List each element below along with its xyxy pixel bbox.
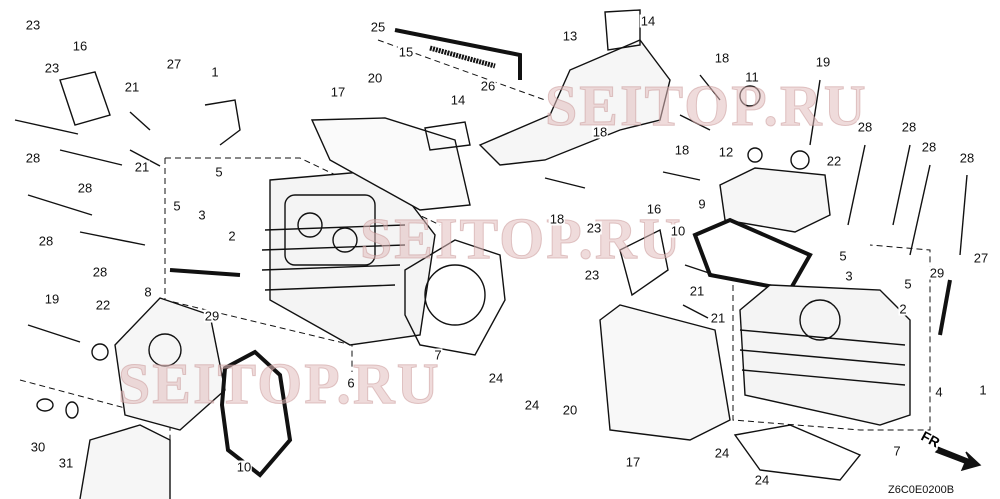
callout-label: 16 xyxy=(71,38,89,54)
callout-label: 7 xyxy=(433,347,443,363)
callout-label: 24 xyxy=(487,370,505,386)
callout-label: 28 xyxy=(24,150,42,166)
callout-label: 28 xyxy=(37,233,55,249)
callout-label: 16 xyxy=(645,201,663,217)
callout-label: 5 xyxy=(838,248,848,264)
callout-label: 5 xyxy=(903,276,913,292)
bolts-right xyxy=(544,74,968,336)
callout-label: 15 xyxy=(397,44,415,60)
cylinder-head-left xyxy=(261,169,436,346)
rocker-gasket-left xyxy=(219,349,293,478)
callout-label: 27 xyxy=(972,250,990,266)
diagram-code: Z6C0E0200B xyxy=(888,484,955,496)
callout-label: 24 xyxy=(713,445,731,461)
callout-label: 29 xyxy=(203,308,221,324)
callout-label: 18 xyxy=(548,211,566,227)
callout-label: 19 xyxy=(814,54,832,70)
callout-label: 24 xyxy=(523,397,541,413)
callout-label: 6 xyxy=(346,375,356,391)
assembly-outline-right xyxy=(377,39,931,431)
callout-label: 14 xyxy=(449,92,467,108)
callout-label: 14 xyxy=(639,13,657,29)
callout-label: 22 xyxy=(94,297,112,313)
callout-label: 28 xyxy=(856,119,874,135)
head-cover-right xyxy=(599,304,731,441)
watermark: SEITOP.RU xyxy=(360,206,683,272)
callout-label: 18 xyxy=(673,142,691,158)
callout-label: 17 xyxy=(329,84,347,100)
callout-label: 30 xyxy=(29,439,47,455)
callout-label: 3 xyxy=(844,268,854,284)
gasket-16-right xyxy=(619,228,669,297)
washer-31 xyxy=(65,401,79,419)
gasket-14-top xyxy=(604,9,641,51)
callout-label: 20 xyxy=(561,402,579,418)
gasket-left xyxy=(404,239,506,356)
callout-label: 4 xyxy=(934,384,944,400)
callout-label: 12 xyxy=(717,144,735,160)
head-cover-left xyxy=(310,117,471,211)
callout-label: 11 xyxy=(744,69,760,85)
callout-label: 17 xyxy=(624,454,642,470)
callout-label: 1 xyxy=(978,382,988,398)
callout-label: 5 xyxy=(214,164,224,180)
callout-label: 23 xyxy=(583,267,601,283)
callout-label: 3 xyxy=(197,207,207,223)
callout-label: 2 xyxy=(227,228,237,244)
callout-label: 21 xyxy=(123,79,141,95)
callout-label: 10 xyxy=(669,223,687,239)
callout-label: 5 xyxy=(172,198,182,214)
callout-label: 2 xyxy=(898,301,908,317)
callout-label: 28 xyxy=(91,264,109,280)
rocker-gasket-right xyxy=(692,217,813,293)
callout-label: 8 xyxy=(143,284,153,300)
bracket-1-left xyxy=(204,99,241,146)
callout-label: 10 xyxy=(235,459,253,475)
callout-label: 23 xyxy=(585,220,603,236)
callout-label: 18 xyxy=(713,50,731,66)
callout-label: 27 xyxy=(165,56,183,72)
watermark: SEITOP.RU xyxy=(118,351,441,417)
callout-label: 28 xyxy=(76,180,94,196)
cylinder-head-right xyxy=(739,284,911,426)
callout-label: 23 xyxy=(24,17,42,33)
callout-label: 23 xyxy=(43,60,61,76)
callout-label: 18 xyxy=(591,124,609,140)
callout-label: 26 xyxy=(479,78,497,94)
cylinder-head-partial xyxy=(79,424,171,499)
intake-manifold xyxy=(394,28,671,166)
callout-label: 9 xyxy=(697,196,707,212)
callout-label: 7 xyxy=(892,443,902,459)
callout-label: 20 xyxy=(366,70,384,86)
gasket-14-mid xyxy=(424,121,471,151)
callout-label: 21 xyxy=(688,283,706,299)
callout-label: 31 xyxy=(57,455,75,471)
callout-label: 21 xyxy=(709,310,727,326)
front-arrow-icon xyxy=(934,447,982,472)
callout-label: 29 xyxy=(928,265,946,281)
callout-label: 13 xyxy=(561,28,579,44)
bolts-left xyxy=(14,111,241,361)
callout-label: 21 xyxy=(133,159,151,175)
callout-label: 28 xyxy=(958,150,976,166)
callout-label: 28 xyxy=(900,119,918,135)
callout-label: 19 xyxy=(43,291,61,307)
callout-label: 28 xyxy=(920,139,938,155)
callout-label: 24 xyxy=(753,472,771,488)
callout-label: 22 xyxy=(825,153,843,169)
gasket-16-left xyxy=(59,71,111,126)
callout-label: 1 xyxy=(210,64,220,80)
oil-cap-30 xyxy=(36,398,54,412)
callout-label: 25 xyxy=(369,19,387,35)
gasket-right xyxy=(733,424,862,481)
